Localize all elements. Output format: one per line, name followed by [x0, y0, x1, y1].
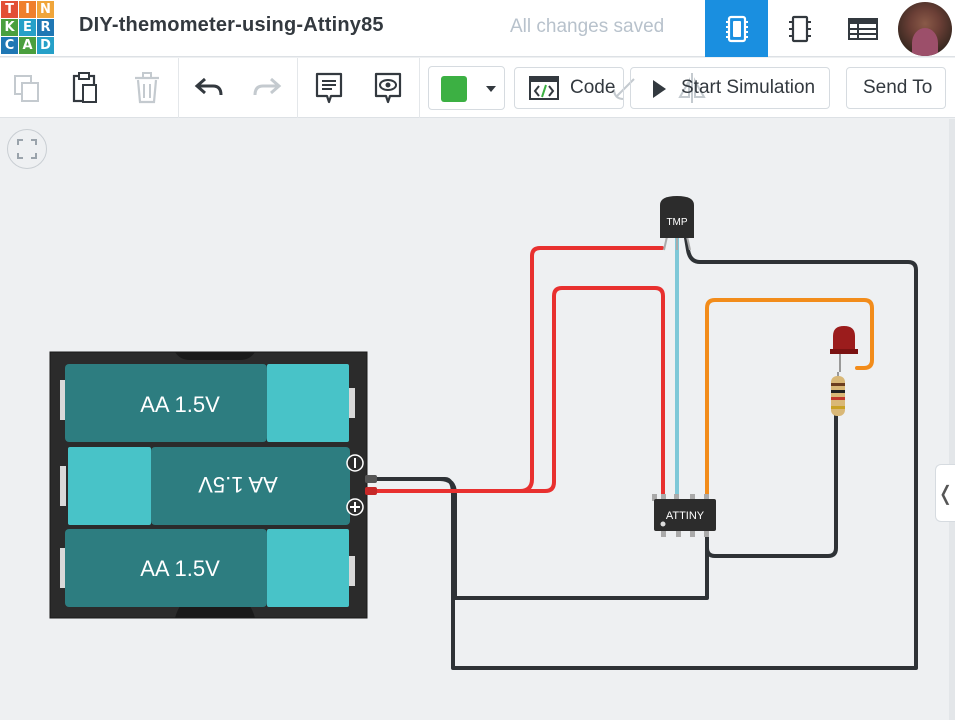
battery-cell[interactable]: AA 1.5V: [65, 529, 349, 607]
editor-toolbar: Code Start Simulation Send To: [0, 58, 955, 118]
battery-negative-terminal[interactable]: [346, 454, 364, 472]
note-icon: [315, 72, 343, 104]
circuit-view-button[interactable]: [705, 0, 768, 57]
code-label: Code: [570, 77, 616, 98]
logo-letter: I: [19, 1, 36, 18]
copy-icon: [14, 75, 39, 102]
undo-button[interactable]: [188, 58, 230, 118]
clipboard-icon: [72, 72, 97, 103]
play-icon: [653, 80, 666, 98]
user-avatar[interactable]: [898, 2, 952, 56]
app-header: T I N K E R C A D DIY-themometer-using-A…: [0, 0, 955, 57]
battery-positive-terminal[interactable]: [346, 498, 364, 516]
color-swatch: [441, 76, 467, 102]
send-to-button[interactable]: Send To: [846, 67, 946, 109]
breadboard-icon: [725, 15, 748, 42]
logo-letter: K: [1, 19, 18, 36]
chevron-down-icon: [486, 86, 496, 92]
red-wire[interactable]: [366, 246, 664, 493]
save-status: All changes saved: [510, 16, 665, 37]
canvas-scrollbar[interactable]: [949, 119, 955, 720]
redo-icon: [253, 77, 282, 96]
rotate-icon: [613, 78, 635, 100]
chip-label: ATTINY: [666, 510, 705, 522]
project-title[interactable]: DIY-themometer-using-Attiny85: [79, 14, 384, 36]
wire-color-picker[interactable]: [428, 66, 505, 110]
redo-button[interactable]: [246, 58, 288, 118]
trash-icon: [135, 72, 159, 104]
mirror-button[interactable]: [672, 58, 712, 118]
start-simulation-label: Start Simulation: [681, 77, 816, 98]
chip-icon: [788, 15, 811, 42]
fit-view-button[interactable]: [7, 129, 47, 169]
logo-letter: N: [37, 1, 54, 18]
notes-button[interactable]: [308, 58, 350, 118]
wire-connector: [365, 475, 377, 483]
logo-letter: R: [37, 19, 54, 36]
orange-wire[interactable]: [705, 298, 874, 499]
battery-label: AA 1.5V: [140, 556, 220, 581]
temperature-sensor[interactable]: TMP: [660, 196, 694, 251]
start-simulation-button[interactable]: Start Simulation: [630, 67, 830, 109]
logo-letter: C: [1, 37, 18, 54]
logo-letter: E: [19, 19, 36, 36]
battery-cell[interactable]: AA 1.5V: [68, 447, 350, 525]
fullscreen-icon: [17, 139, 37, 159]
table-icon: [847, 17, 878, 40]
tinkercad-logo[interactable]: T I N K E R C A D: [0, 0, 54, 54]
send-to-label: Send To: [863, 77, 933, 98]
components-panel-toggle[interactable]: ❬: [935, 464, 955, 522]
battery-pack[interactable]: AA 1.5V AA 1.5V AA 1.5V: [49, 351, 368, 619]
logo-letter: D: [37, 37, 54, 54]
chevron-left-icon: ❬: [937, 481, 954, 505]
schematic-view-button[interactable]: [768, 0, 831, 57]
logo-letter: A: [19, 37, 36, 54]
battery-label: AA 1.5V: [198, 472, 278, 497]
eye-note-icon: [374, 72, 402, 104]
code-button[interactable]: Code: [514, 67, 624, 109]
toggle-notes-visibility-button[interactable]: [367, 58, 409, 118]
black-wire[interactable]: [366, 236, 918, 670]
wire-connector: [365, 487, 377, 495]
red-led[interactable]: [830, 326, 858, 372]
black-wire[interactable]: [705, 412, 838, 558]
copy-button[interactable]: [6, 58, 48, 118]
logo-letter: T: [1, 1, 18, 18]
component-list-button[interactable]: [831, 0, 894, 57]
undo-icon: [194, 77, 223, 96]
sensor-label: TMP: [666, 217, 687, 228]
battery-cell[interactable]: AA 1.5V: [65, 364, 349, 442]
paste-button[interactable]: [64, 58, 106, 118]
red-wire[interactable]: [366, 286, 665, 499]
wires: [366, 236, 918, 670]
rotate-button[interactable]: [607, 58, 643, 118]
attiny-chip[interactable]: ATTINY: [652, 494, 716, 537]
battery-label: AA 1.5V: [140, 392, 220, 417]
resistor[interactable]: [831, 372, 845, 416]
mirror-icon: [678, 73, 706, 103]
delete-button[interactable]: [126, 58, 168, 118]
code-editor-icon: [529, 76, 559, 100]
